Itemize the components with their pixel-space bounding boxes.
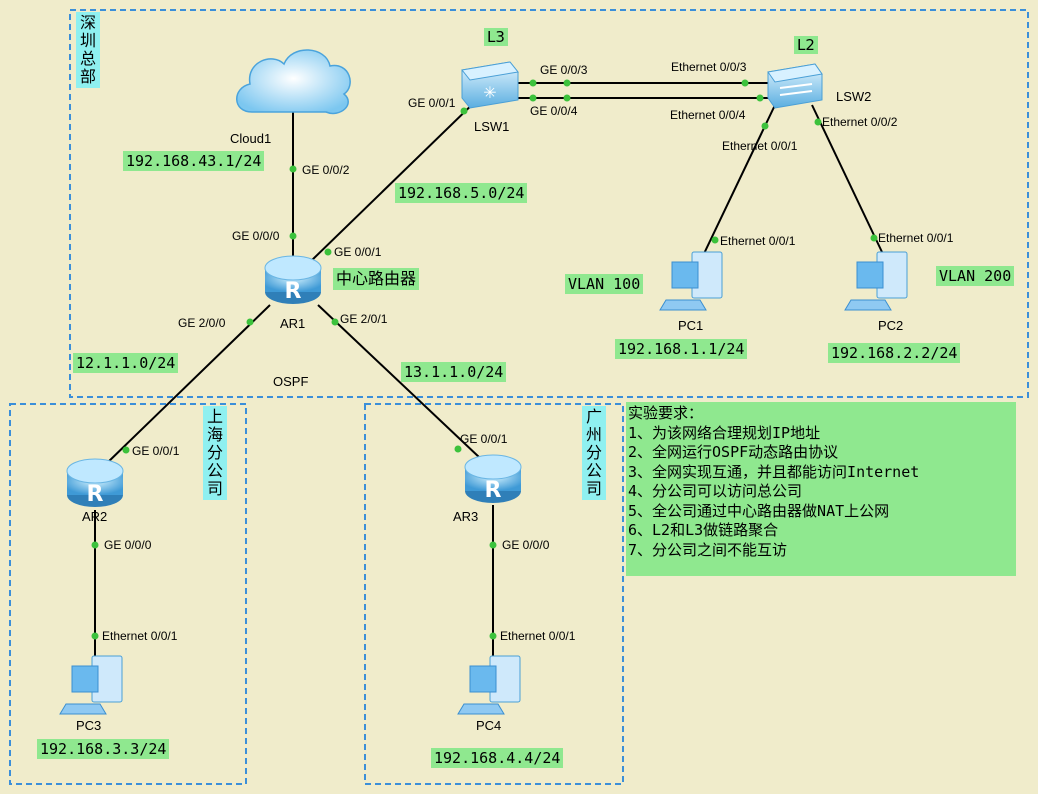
cloud-icon[interactable] <box>236 49 351 115</box>
region-guangzhou-text: 广州分公司 <box>585 407 602 498</box>
link-lsw2-pc1 <box>699 104 776 263</box>
region-shanghai-text: 上海分公司 <box>206 407 223 498</box>
links <box>94 82 883 660</box>
requirements-title: 实验要求： <box>628 404 704 422</box>
pc4-icon[interactable] <box>457 655 521 715</box>
port-ar1-ge001: GE 0/0/1 <box>334 245 382 259</box>
port-ar2-ge001: GE 0/0/1 <box>132 444 180 458</box>
port-lsw1-ge001: GE 0/0/1 <box>408 96 456 110</box>
region-shanghai-box <box>9 403 247 785</box>
port-pc1-e001: Ethernet 0/0/1 <box>720 234 796 248</box>
label-lsw1: LSW1 <box>474 119 509 134</box>
pc1-icon[interactable] <box>659 251 723 311</box>
region-guangzhou-box <box>364 403 624 785</box>
tag-l3: L3 <box>484 28 508 46</box>
label-ar1: AR1 <box>280 316 305 331</box>
port-ar3-ge000: GE 0/0/0 <box>502 538 550 552</box>
link-lsw2-pc2 <box>811 104 883 253</box>
port-ar1-ge000: GE 0/0/0 <box>232 229 280 243</box>
requirements-box: 实验要求： 1、为该网络合理规划IP地址 2、全网运行OSPF动态路由协议 3、… <box>626 402 1016 576</box>
port-pc2-e001: Ethernet 0/0/1 <box>878 231 954 245</box>
net-cloud: 192.168.43.1/24 <box>123 151 265 171</box>
port-pc4-e001: Ethernet 0/0/1 <box>500 629 576 643</box>
requirement-item: 1、为该网络合理规划IP地址 <box>628 423 821 442</box>
switch-lsw1-icon[interactable]: ✳ <box>461 61 519 109</box>
router-ar1-icon[interactable]: R <box>264 255 322 304</box>
link-ar1-ar2 <box>104 304 271 466</box>
port-lsw2-e002: Ethernet 0/0/2 <box>822 115 898 129</box>
requirement-item: 7、分公司之间不能互访 <box>628 540 788 559</box>
port-lsw2-e001: Ethernet 0/0/1 <box>722 139 798 153</box>
net-vlan200: VLAN 200 <box>936 266 1015 286</box>
label-pc3: PC3 <box>76 718 101 733</box>
label-lsw2: LSW2 <box>836 89 871 104</box>
pc2-icon[interactable] <box>844 251 908 311</box>
router-ar2-icon[interactable]: R <box>66 458 124 507</box>
port-ar1-ge201: GE 2/0/1 <box>340 312 388 326</box>
link-ar1-lsw1 <box>309 94 483 263</box>
net-pc4: 192.168.4.4/24 <box>431 748 564 768</box>
port-pc3-e001: Ethernet 0/0/1 <box>102 629 178 643</box>
router-ar3-icon[interactable]: R <box>464 454 522 503</box>
pc3-icon[interactable] <box>59 655 123 715</box>
region-shanghai-label: 上海分公司 <box>203 406 227 500</box>
requirement-item: 5、全公司通过中心路由器做NAT上公网 <box>628 501 890 520</box>
region-guangzhou-label: 广州分公司 <box>582 406 606 500</box>
port-ar1-ge200: GE 2/0/0 <box>178 316 226 330</box>
svg-text:✳: ✳ <box>483 83 496 102</box>
svg-text:R: R <box>87 482 104 507</box>
tag-ar1-cn: 中心路由器 <box>333 268 420 290</box>
net-vlan100: VLAN 100 <box>565 274 644 294</box>
switch-lsw2-icon[interactable] <box>767 63 823 109</box>
requirement-item: 3、全网实现互通，并且都能访问Internet <box>628 462 920 481</box>
net-pc2: 192.168.2.2/24 <box>828 343 961 363</box>
svg-text:R: R <box>285 279 302 304</box>
link-ar1-ar3 <box>317 304 481 459</box>
label-ospf: OSPF <box>273 374 308 389</box>
net-pc3: 192.168.3.3/24 <box>37 739 170 759</box>
label-ar3: AR3 <box>453 509 478 524</box>
label-cloud1: Cloud1 <box>230 131 271 146</box>
label-pc1: PC1 <box>678 318 703 333</box>
label-ar2: AR2 <box>82 509 107 524</box>
svg-text:R: R <box>485 478 502 503</box>
port-dots <box>91 79 878 640</box>
net-lsw1: 192.168.5.0/24 <box>395 183 528 203</box>
requirement-item: 2、全网运行OSPF动态路由协议 <box>628 443 839 461</box>
net-ar3-link: 13.1.1.0/24 <box>401 362 507 382</box>
net-pc1: 192.168.1.1/24 <box>615 339 748 359</box>
region-shenzhen-label: 深圳总部 <box>76 12 100 88</box>
label-pc4: PC4 <box>476 718 501 733</box>
port-lsw1-ge003: GE 0/0/3 <box>540 63 588 77</box>
port-cloud-ge002: GE 0/0/2 <box>302 163 350 177</box>
label-pc2: PC2 <box>878 318 903 333</box>
port-lsw2-e004: Ethernet 0/0/4 <box>670 108 746 122</box>
tag-l2: L2 <box>794 36 818 54</box>
region-shenzhen-box <box>69 9 1029 398</box>
port-ar3-ge001: GE 0/0/1 <box>460 432 508 446</box>
requirement-item: 4、分公司可以访问总公司 <box>628 482 803 500</box>
port-lsw2-e003: Ethernet 0/0/3 <box>671 60 747 74</box>
port-lsw1-ge004: GE 0/0/4 <box>530 104 578 118</box>
requirement-item: 6、L2和L3做链路聚合 <box>628 521 779 539</box>
net-ar2-link: 12.1.1.0/24 <box>73 353 179 373</box>
port-ar2-ge000: GE 0/0/0 <box>104 538 152 552</box>
region-shenzhen-text: 深圳总部 <box>79 13 96 86</box>
